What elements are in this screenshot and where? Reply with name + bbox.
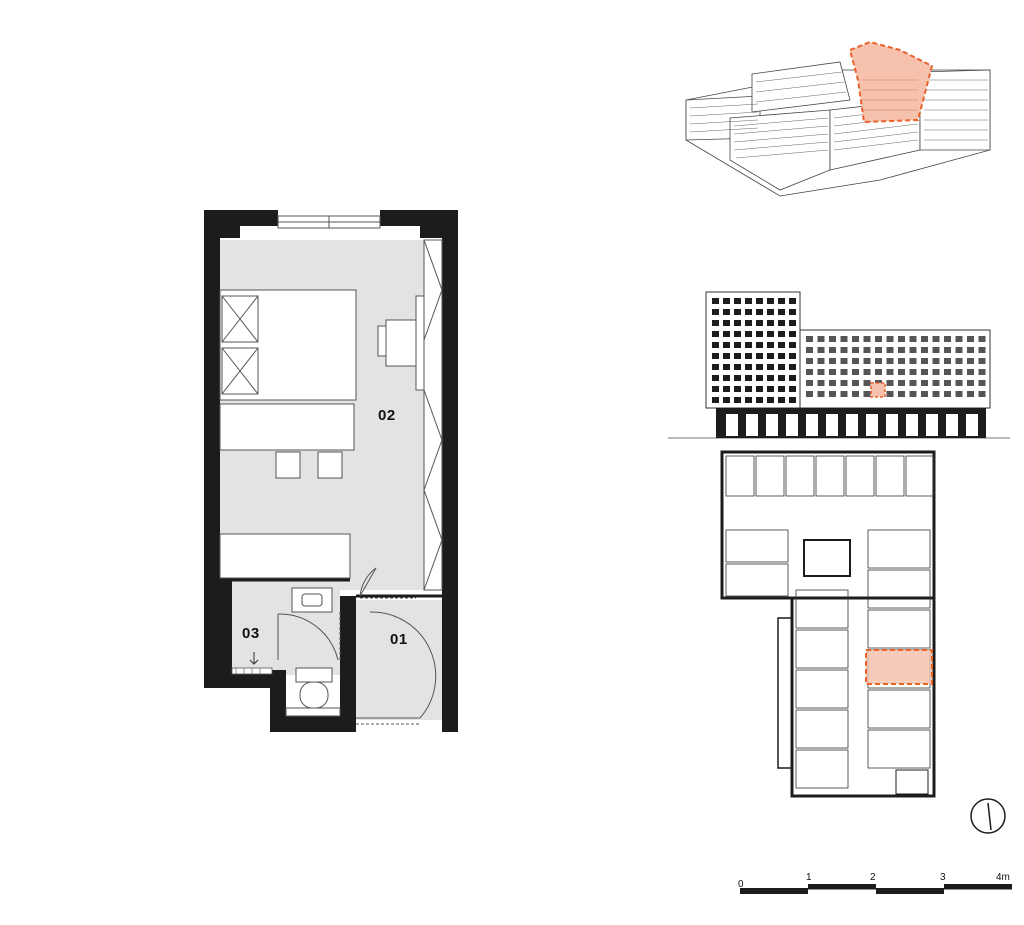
kitchen-counter (219, 533, 351, 579)
partitions (232, 578, 442, 598)
top-window (277, 215, 381, 229)
shower-grate (231, 667, 273, 675)
room-label-03: 03 (242, 625, 260, 642)
room-door (359, 567, 416, 599)
wardrobe (423, 239, 443, 591)
scale-bar: 0 1 2 3 4m (738, 872, 1012, 894)
bathroom-door (277, 612, 341, 661)
bed (219, 289, 357, 401)
scale-tick-2: 2 (870, 872, 876, 883)
scale-tick-3: 3 (940, 872, 946, 883)
scale-tick-1: 1 (806, 872, 812, 883)
building-highlight (848, 40, 934, 124)
building-axonometric (685, 61, 991, 197)
elevation-windows (712, 298, 986, 403)
scale-tick-0: 0 (738, 879, 744, 890)
entry-door (356, 611, 437, 725)
scale-tick-4: 4m (996, 872, 1010, 883)
exterior-walls (204, 210, 458, 732)
room-01-floor (356, 600, 442, 720)
key-floor-plan (720, 450, 936, 798)
down-arrow-icon (249, 652, 259, 665)
room-label-01: 01 (390, 631, 408, 648)
room-label-02: 02 (378, 407, 396, 424)
elevation-highlight (870, 382, 886, 398)
north-arrow-icon (970, 798, 1006, 834)
desk (377, 295, 425, 391)
dining-table (219, 403, 355, 479)
bathroom-fixtures (285, 587, 341, 717)
building-elevation (668, 291, 1010, 439)
unit-highlight (865, 649, 933, 685)
unit-plan: 02 01 03 (204, 210, 458, 732)
